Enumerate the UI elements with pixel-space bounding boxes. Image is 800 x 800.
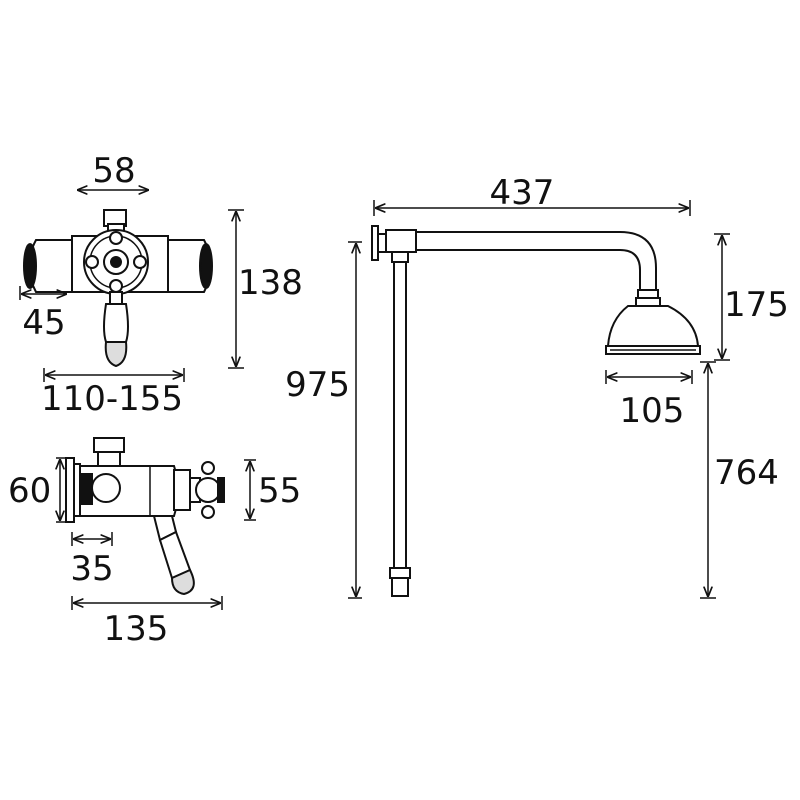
valve-front-view (23, 209, 213, 368)
dim-138-label: 138 (238, 263, 303, 303)
shower-riser-assembly (371, 225, 701, 597)
dim-175: 175 (714, 233, 789, 361)
dim-437: 437 (373, 173, 691, 216)
dim-60: 60 (8, 457, 66, 523)
dim-975: 975 (285, 241, 362, 599)
dim-105-label: 105 (620, 391, 685, 431)
dim-175-label: 175 (724, 285, 789, 325)
dim-110-155-label: 110-155 (41, 379, 183, 419)
dim-135-label: 135 (104, 609, 169, 649)
dim-55-label: 55 (258, 471, 301, 511)
dim-135: 135 (71, 596, 223, 649)
dim-110-155: 110-155 (41, 368, 185, 419)
dim-105: 105 (605, 370, 693, 431)
dim-437-label: 437 (490, 173, 555, 213)
dim-764-label: 764 (714, 453, 779, 493)
dim-58: 58 (78, 151, 148, 191)
dim-138: 138 (228, 209, 303, 369)
dim-45-label: 45 (22, 303, 65, 343)
valve-side-view (65, 437, 225, 596)
dim-60-label: 60 (8, 471, 51, 511)
dim-35-label: 35 (70, 549, 113, 589)
dim-58-label: 58 (92, 151, 135, 191)
dim-35: 35 (70, 532, 114, 589)
dim-55: 55 (244, 459, 301, 521)
dim-45: 45 (19, 286, 66, 343)
dim-975-label: 975 (285, 365, 350, 405)
dim-764: 764 (700, 361, 779, 599)
